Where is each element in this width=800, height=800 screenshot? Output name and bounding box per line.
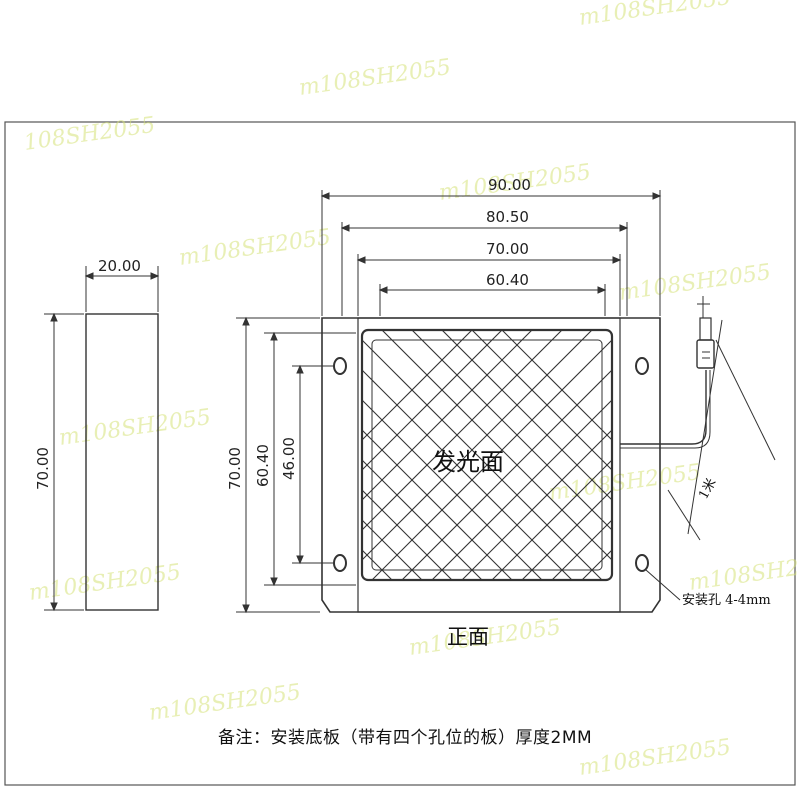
- svg-text:m108SH2055: m108SH2055: [147, 680, 302, 726]
- mounting-hole: [635, 357, 649, 375]
- view-label: 正面: [447, 625, 489, 649]
- svg-text:m108SH2055: m108SH2055: [577, 0, 732, 31]
- dim-left-hole-spacing: 46.00: [280, 437, 298, 480]
- svg-text:m108SH2055: m108SH2055: [547, 460, 702, 506]
- mounting-hole: [333, 554, 347, 572]
- dim-left-overall: 70.00: [226, 447, 244, 490]
- emitting-surface-label: 发光面: [432, 448, 504, 476]
- dim-top-hole-spacing: 80.50: [486, 208, 529, 226]
- svg-text:m108SH2055: m108SH2055: [27, 560, 182, 606]
- dim-left-emitting-area: 60.40: [254, 444, 272, 487]
- svg-text:m108SH2055: m108SH2055: [577, 735, 732, 781]
- dim-top-body: 70.00: [486, 240, 529, 258]
- side-height-label: 70.00: [34, 447, 52, 490]
- mounting-hole-label: 安装孔 4-4mm: [682, 593, 771, 608]
- dim-top-emitting-area: 60.40: [486, 271, 529, 289]
- svg-text:m108SH2055: m108SH2055: [687, 550, 800, 596]
- dim-top-overall: 90.00: [488, 176, 531, 194]
- mounting-plate-note: 备注：安装底板（带有四个孔位的板）厚度2MM: [218, 728, 592, 748]
- svg-text:m108SH2055: m108SH2055: [617, 260, 772, 306]
- svg-text:108SH2055: 108SH2055: [22, 113, 156, 156]
- svg-text:m108SH2055: m108SH2055: [297, 55, 452, 101]
- front-view: [236, 190, 776, 614]
- svg-text:m108SH2055: m108SH2055: [177, 225, 332, 271]
- drawing-border: [4, 121, 796, 786]
- side-width-label: 20.00: [98, 257, 141, 275]
- mounting-hole: [333, 357, 347, 375]
- svg-text:m108SH2055: m108SH2055: [57, 405, 212, 451]
- mounting-hole: [635, 554, 649, 572]
- side-view: [44, 266, 160, 612]
